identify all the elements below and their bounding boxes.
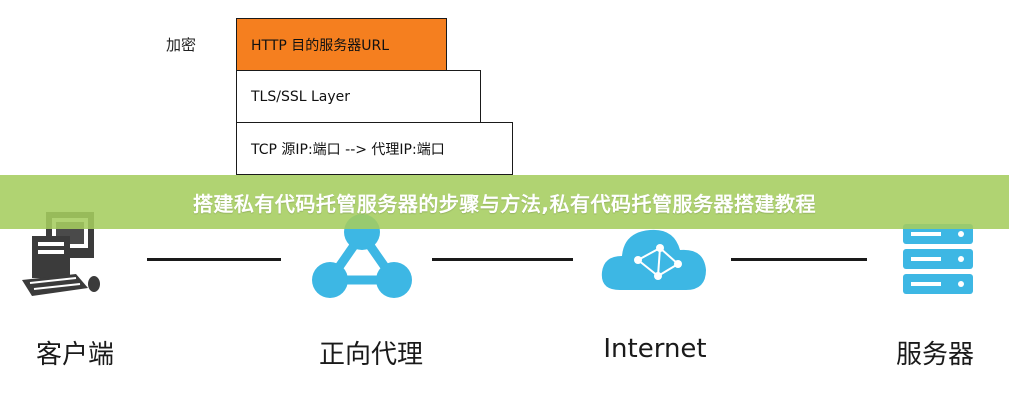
encryption-label: 加密 <box>166 36 197 54</box>
node-label-internet: Internet <box>603 334 707 364</box>
layer-http: HTTP 目的服务器URL <box>236 18 447 71</box>
connector-line <box>731 258 867 261</box>
connector-line <box>147 258 281 261</box>
node-label-client: 客户端 <box>35 340 114 370</box>
layer-tcp: TCP 源IP:端口 --> 代理IP:端口 <box>236 122 513 175</box>
connector-line <box>432 258 573 261</box>
node-label-server: 服务器 <box>895 340 974 370</box>
title-banner: 搭建私有代码托管服务器的步骤与方法,私有代码托管服务器搭建教程 <box>0 175 1009 229</box>
node-label-forward-proxy: 正向代理 <box>318 340 423 370</box>
cloud-icon <box>601 229 706 290</box>
server-icon <box>903 224 973 294</box>
layer-tls-ssl: TLS/SSL Layer <box>236 70 481 123</box>
banner-title: 搭建私有代码托管服务器的步骤与方法,私有代码托管服务器搭建教程 <box>192 191 817 216</box>
